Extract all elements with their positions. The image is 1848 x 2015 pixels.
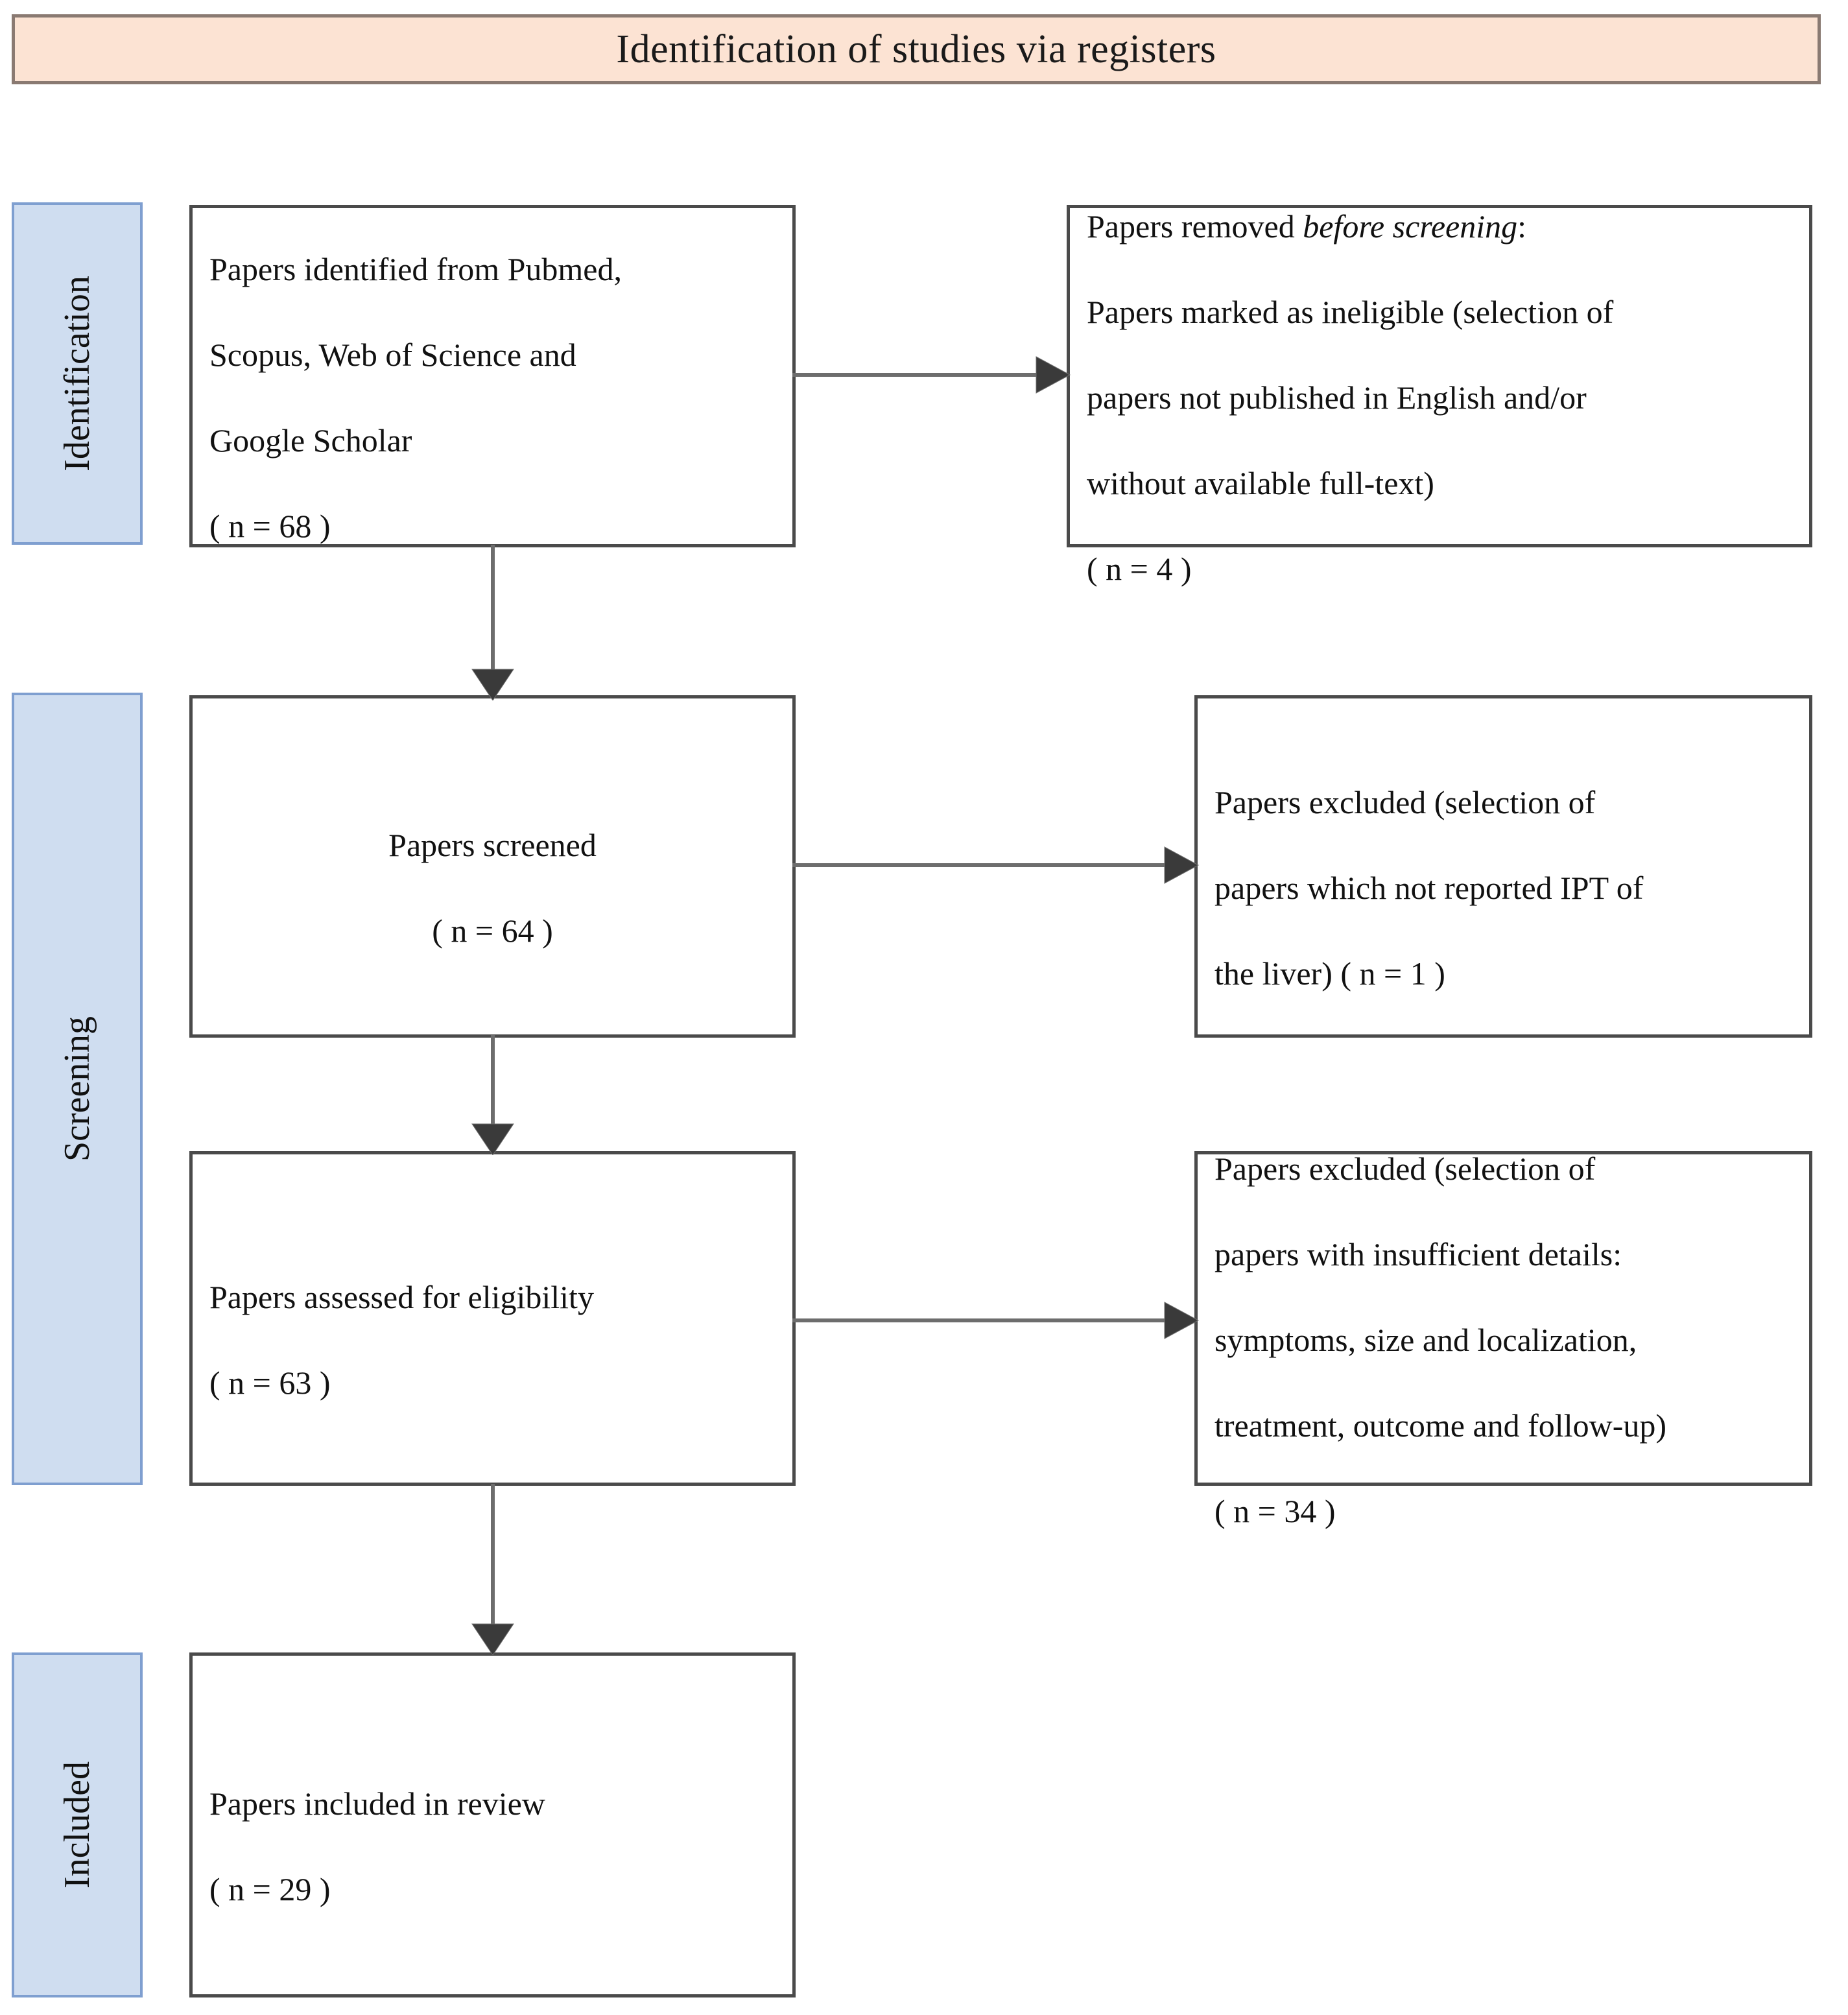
- box-papers-assessed-eligibility-text: Papers assessed for eligibility ( n = 63…: [193, 1233, 792, 1404]
- box-papers-excluded-screening: Papers excluded (selection of papers whi…: [1194, 695, 1812, 1038]
- excluded-screening-line-3: the liver) ( n = 1 ): [1214, 955, 1445, 992]
- connector-identified-to-removed-arrow: [792, 356, 1071, 394]
- box-papers-excluded-eligibility: Papers excluded (selection of papers wit…: [1194, 1151, 1812, 1529]
- removed-line-3: papers not published in English and/or: [1087, 379, 1587, 416]
- stage-label-screening: Screening: [57, 1016, 98, 1162]
- excluded-screening-line-2: papers which not reported IPT of: [1214, 870, 1644, 906]
- box-papers-excluded-eligibility-text: Papers excluded (selection of papers wit…: [1198, 1104, 1809, 1532]
- included-line-1: Papers included in review: [209, 1785, 545, 1822]
- excluded-eligibility-line-4: treatment, outcome and follow-up): [1214, 1407, 1666, 1444]
- excluded-eligibility-line-3: symptoms, size and localization,: [1214, 1322, 1637, 1358]
- identified-line-2: Scopus, Web of Science and: [209, 337, 576, 373]
- removed-lead-suffix: :: [1517, 208, 1527, 244]
- connector-eligibility-to-excluded-arrow: [792, 1302, 1200, 1339]
- box-papers-included-review: Papers included in review ( n = 29 ): [189, 1652, 796, 1997]
- eligibility-count: ( n = 63 ): [209, 1365, 331, 1401]
- stage-band-screening: Screening: [12, 693, 143, 1485]
- connector-identified-to-screened-arrow: [471, 545, 514, 700]
- box-papers-screened: Papers screened ( n = 64 ): [189, 695, 796, 1038]
- removed-lead-prefix: Papers removed: [1087, 208, 1303, 244]
- diagram-title: Identification of studies via registers: [616, 27, 1216, 71]
- excluded-screening-line-1: Papers excluded (selection of: [1214, 784, 1596, 820]
- removed-lead-italic: before screening: [1303, 208, 1518, 244]
- box-papers-screened-text: Papers screened ( n = 64 ): [193, 781, 792, 952]
- connector-screened-to-excluded-arrow: [792, 846, 1200, 884]
- included-count: ( n = 29 ): [209, 1871, 331, 1907]
- screened-count: ( n = 64 ): [432, 912, 553, 949]
- box-papers-assessed-eligibility: Papers assessed for eligibility ( n = 63…: [189, 1151, 796, 1486]
- connector-eligibility-to-included-arrow: [471, 1484, 514, 1655]
- removed-count: ( n = 4 ): [1087, 551, 1192, 587]
- excluded-eligibility-line-1: Papers excluded (selection of: [1214, 1151, 1596, 1187]
- stage-label-identification: Identification: [57, 276, 97, 471]
- stage-band-identification: Identification: [12, 202, 143, 545]
- eligibility-line-1: Papers assessed for eligibility: [209, 1279, 594, 1315]
- connector-screened-to-eligibility-arrow: [471, 1035, 514, 1155]
- stage-label-included: Included: [57, 1761, 98, 1889]
- box-papers-included-review-text: Papers included in review ( n = 29 ): [193, 1739, 792, 1911]
- removed-line-2: Papers marked as ineligible (selection o…: [1087, 294, 1614, 330]
- box-papers-identified: Papers identified from Pubmed, Scopus, W…: [189, 205, 796, 547]
- stage-band-included: Included: [12, 1652, 143, 1997]
- removed-line-4: without available full-text): [1087, 465, 1434, 501]
- screened-line-1: Papers screened: [388, 827, 597, 863]
- diagram-header-banner: Identification of studies via registers: [12, 14, 1821, 84]
- excluded-eligibility-count: ( n = 34 ): [1214, 1493, 1336, 1529]
- identified-line-1: Papers identified from Pubmed,: [209, 251, 622, 287]
- box-papers-removed-text: Papers removed before screening: Papers …: [1070, 162, 1809, 590]
- box-papers-removed: Papers removed before screening: Papers …: [1067, 205, 1812, 587]
- identified-count: ( n = 68 ): [209, 508, 331, 544]
- excluded-eligibility-line-2: papers with insufficient details:: [1214, 1236, 1622, 1272]
- box-papers-identified-text: Papers identified from Pubmed, Scopus, W…: [193, 205, 792, 547]
- box-papers-excluded-screening-text: Papers excluded (selection of papers whi…: [1198, 738, 1809, 995]
- identified-line-3: Google Scholar: [209, 422, 412, 459]
